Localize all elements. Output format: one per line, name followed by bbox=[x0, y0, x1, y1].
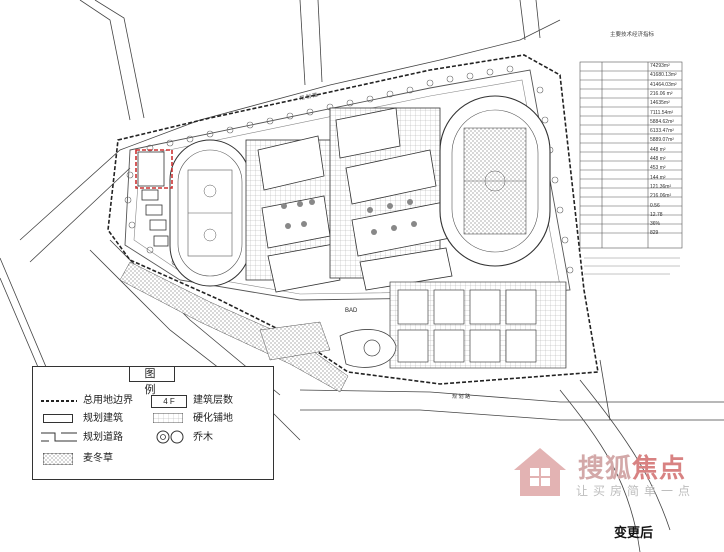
road-label-north: 规 划 路 bbox=[299, 91, 318, 102]
indicator-value: 144 m² bbox=[650, 174, 666, 181]
south-green bbox=[119, 261, 349, 393]
boundary-symbol bbox=[41, 400, 77, 402]
watermark-brand: 搜狐焦点 bbox=[578, 448, 686, 485]
indicator-value: 216.06m² bbox=[650, 193, 672, 200]
site-boundary bbox=[107, 54, 599, 385]
indicator-value: 0.56 bbox=[650, 202, 660, 209]
legend: 图 例 总用地边界 4 F 建筑层数 规划建筑 硬化铺地 规划道路 乔木 麦冬草 bbox=[32, 366, 274, 480]
indicator-value: 7111.54m² bbox=[650, 109, 674, 116]
courtyard-trees bbox=[281, 199, 417, 235]
indicator-value: 453 m² bbox=[650, 165, 666, 172]
legend-floors: 建筑层数 bbox=[193, 395, 233, 406]
paving-symbol bbox=[153, 413, 183, 423]
legend-trees: 乔木 bbox=[193, 432, 213, 443]
indicator-value: 448 m² bbox=[650, 146, 666, 153]
indicator-value: 12.78 bbox=[650, 211, 663, 218]
sohu-focus-watermark: 搜狐焦点 让买房简单一点 bbox=[508, 444, 708, 500]
track-left bbox=[169, 139, 251, 287]
courts-south bbox=[389, 281, 567, 369]
road-label-south: 规 划 路 bbox=[452, 393, 470, 400]
highlight-box bbox=[135, 149, 173, 189]
indicator-value: 448 m² bbox=[650, 156, 666, 162]
indicator-value: 216.06 m² bbox=[650, 90, 673, 97]
grass-symbol bbox=[43, 453, 73, 465]
watermark-slogan: 让买房简单一点 bbox=[576, 484, 696, 498]
indicator-value: 14635m² bbox=[650, 100, 670, 107]
watermark-brand-a: 搜狐 bbox=[578, 454, 633, 484]
legend-paving: 硬化铺地 bbox=[193, 413, 233, 424]
indicator-value: 36% bbox=[650, 221, 661, 228]
legend-boundary: 总用地边界 bbox=[83, 395, 133, 406]
watermark-brand-b: 焦点 bbox=[632, 454, 687, 484]
legend-road: 规划道路 bbox=[83, 432, 123, 443]
bad-label: BAD bbox=[345, 308, 358, 314]
small-buildings bbox=[137, 151, 169, 247]
indicator-value: 5884.62m² bbox=[650, 118, 674, 125]
table-frame bbox=[579, 61, 683, 249]
caption-after-change: 变更后 bbox=[614, 526, 654, 541]
indicator-value: 6133.47m² bbox=[650, 128, 674, 135]
floors-symbol: 4 F bbox=[151, 395, 187, 408]
indicator-value: 74293m² bbox=[650, 63, 670, 69]
indicator-value: 5889.07m² bbox=[650, 137, 674, 144]
indicator-value: 829 bbox=[650, 230, 659, 237]
trees-symbol bbox=[156, 430, 184, 444]
legend-title: 图 例 bbox=[129, 366, 175, 396]
building-symbol bbox=[43, 414, 73, 423]
garden-south bbox=[339, 329, 397, 368]
indicator-value: 41680.13m² bbox=[650, 72, 677, 79]
indicator-value: 41464.03m² bbox=[650, 81, 677, 88]
indicator-value: 121.36m² bbox=[650, 183, 672, 190]
school-buildings bbox=[245, 107, 453, 293]
notes-lines bbox=[584, 257, 680, 275]
house-logo-icon bbox=[514, 448, 566, 496]
legend-grass: 麦冬草 bbox=[83, 453, 113, 464]
track-right bbox=[439, 95, 551, 267]
table-title: 主要技术经济指标 bbox=[610, 32, 655, 38]
road-symbol bbox=[41, 432, 77, 442]
legend-building: 规划建筑 bbox=[83, 413, 123, 424]
